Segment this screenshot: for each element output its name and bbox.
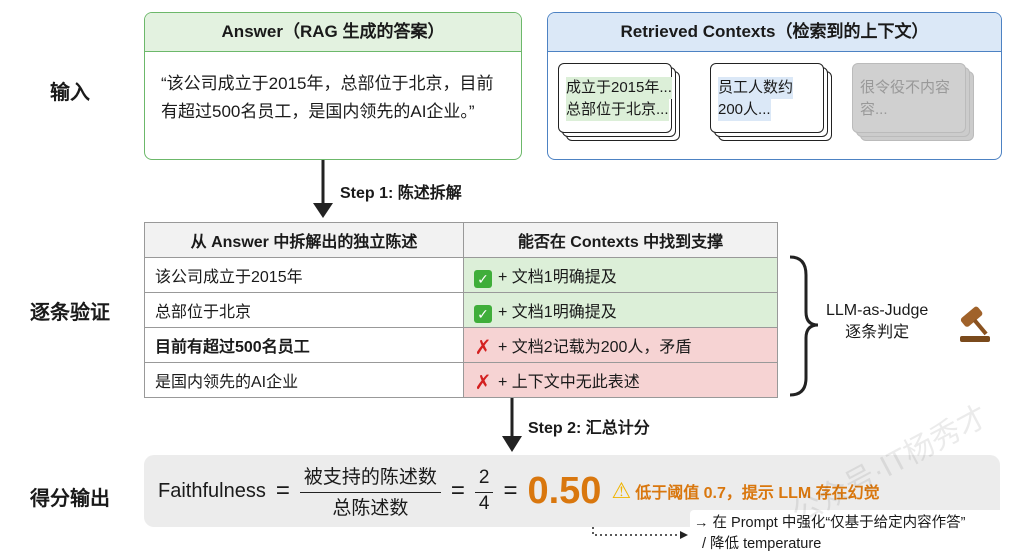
judge-line2: 逐条判定 xyxy=(845,324,910,341)
label-output: 得分输出 xyxy=(30,488,110,510)
header-support: 能否在 Contexts 中找到支撑 xyxy=(463,222,778,258)
table-row: 总部位于北京 ✓ + 文档1明确提及 xyxy=(144,292,778,328)
numerator: 2 xyxy=(474,467,494,493)
doc-text: 很令役不内容 xyxy=(860,79,951,96)
claim: 是国内领先的AI企业 xyxy=(144,362,464,398)
note-line1: → 在 Prompt 中强化“仅基于给定内容作答” xyxy=(694,515,966,531)
step1-label: Step 1: 陈述拆解 xyxy=(340,185,462,202)
contexts-box: Retrieved Contexts（检索到的上下文） 成立于2015年...总… xyxy=(547,12,1002,160)
score-value: 0.50 xyxy=(527,469,602,512)
label-verify: 逐条验证 xyxy=(30,302,110,324)
label-input: 输入 xyxy=(50,82,90,104)
warning-text: 低于阈值 0.7，提示 LLM 存在幻觉 xyxy=(635,485,880,502)
judge-label: LLM-as-Judge 逐条判定 xyxy=(826,300,928,344)
brace xyxy=(789,255,819,397)
verdict: + 上下文中无此表述 xyxy=(498,374,640,391)
judge-line1: LLM-as-Judge xyxy=(826,302,929,319)
note-line2: / 降低 temperature xyxy=(702,536,822,552)
table-row: 该公司成立于2015年 ✓ + 文档1明确提及 xyxy=(144,257,778,293)
gavel-icon xyxy=(960,306,990,342)
step2-label: Step 2: 汇总计分 xyxy=(528,420,650,437)
equals: = xyxy=(275,477,290,504)
verdict: + 文档1明确提及 xyxy=(498,268,617,286)
denominator-label: 总陈述数 xyxy=(332,498,409,519)
context-doc-3: 很令役不内容容... xyxy=(852,63,974,141)
table-row: 目前有超过500名员工 ✗ + 文档2记载为200人，矛盾 xyxy=(144,327,778,363)
numerator-label: 被支持的陈述数 xyxy=(299,462,441,493)
doc-text: 200人... xyxy=(718,99,771,121)
claims-table: 从 Answer 中拆解出的独立陈述能否在 Contexts 中找到支撑 该公司… xyxy=(144,222,778,398)
fraction-labels: 被支持的陈述数总陈述数 xyxy=(299,462,441,520)
doc-text: 总部位于北京... xyxy=(566,99,669,121)
doc-text: 员工人数约 xyxy=(718,77,794,99)
context-doc-1: 成立于2015年...总部位于北京... xyxy=(558,63,680,141)
claim: 总部位于北京 xyxy=(144,292,464,328)
claim: 该公司成立于2015年 xyxy=(144,257,464,293)
cross-icon: ✗ xyxy=(474,337,492,359)
equals: = xyxy=(503,477,518,504)
denominator: 4 xyxy=(478,493,490,514)
verdict: + 文档1明确提及 xyxy=(498,303,617,321)
claim: 目前有超过500名员工 xyxy=(144,327,464,363)
suggestion-note: → 在 Prompt 中强化“仅基于给定内容作答” / 降低 temperatu… xyxy=(690,510,1024,555)
doc-text: 容... xyxy=(860,101,888,118)
check-icon: ✓ xyxy=(474,269,492,288)
contexts-title: Retrieved Contexts（检索到的上下文） xyxy=(548,13,1001,52)
equals: = xyxy=(450,477,465,504)
check-icon: ✓ xyxy=(474,304,492,323)
note-connector xyxy=(592,512,680,536)
cross-icon: ✗ xyxy=(474,372,492,394)
warning-icon: ⚠ xyxy=(611,478,632,503)
table-row: 是国内领先的AI企业 ✗ + 上下文中无此表述 xyxy=(144,362,778,398)
answer-box: Answer（RAG 生成的答案） “该公司成立于2015年，总部位于北京，目前… xyxy=(144,12,522,160)
doc-text: 成立于2015年... xyxy=(566,77,672,99)
header-claim: 从 Answer 中拆解出的独立陈述 xyxy=(144,222,464,258)
answer-text: “该公司成立于2015年，总部位于北京，目前有超过500名员工，是国内领先的AI… xyxy=(161,74,494,121)
verdict: + 文档2记载为200人，矛盾 xyxy=(498,339,692,356)
answer-title: Answer（RAG 生成的答案） xyxy=(145,13,521,52)
metric-name: Faithfulness xyxy=(158,479,266,502)
